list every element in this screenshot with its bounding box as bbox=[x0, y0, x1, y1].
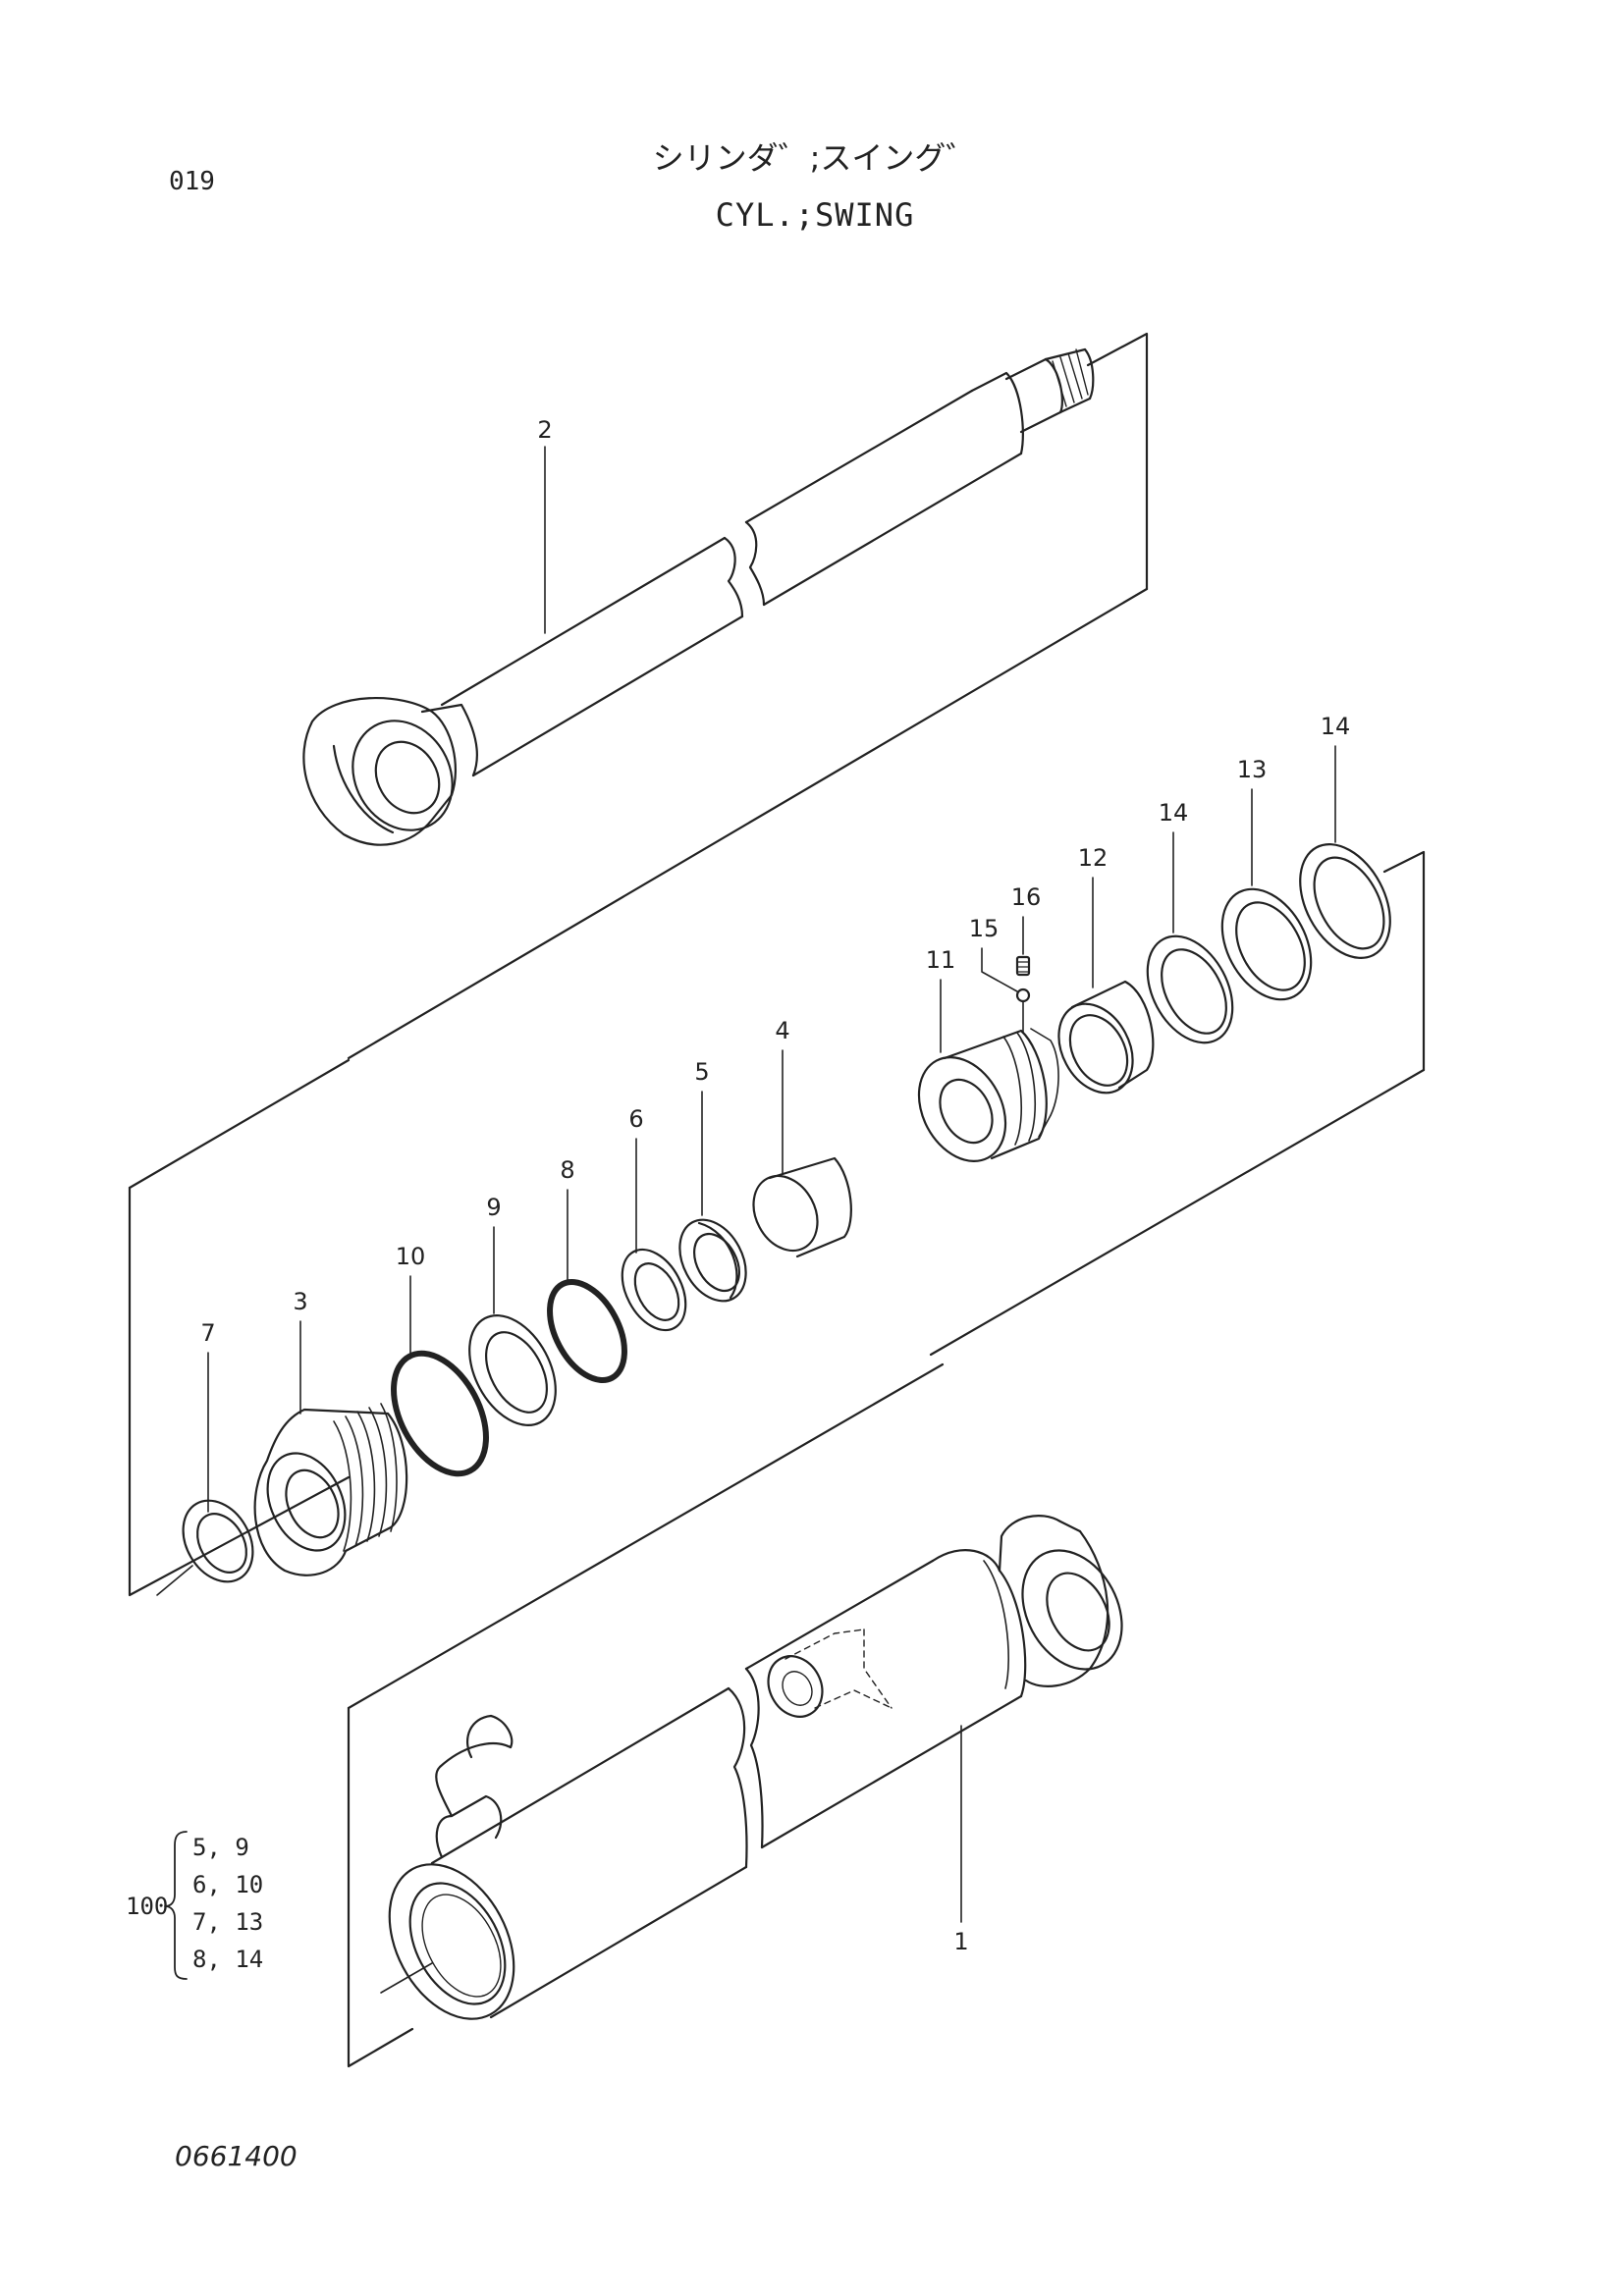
seal-kit-number: 100 bbox=[126, 1893, 168, 1920]
callout-16: 16 bbox=[1011, 883, 1042, 911]
rod-panel-outline bbox=[347, 332, 1149, 1060]
title-english: CYL.;SWING bbox=[715, 196, 915, 234]
wear-ring-12 bbox=[1057, 877, 1155, 1095]
callout-2: 2 bbox=[537, 416, 552, 444]
dust-seal bbox=[156, 1352, 254, 1596]
callout-11: 11 bbox=[926, 946, 956, 974]
piston bbox=[917, 979, 1059, 1162]
seal-6 bbox=[621, 1138, 687, 1332]
seal-kit-row: 5, 9 bbox=[192, 1834, 249, 1861]
callout-14-lower: 14 bbox=[1159, 799, 1189, 827]
callout-14-upper: 14 bbox=[1321, 713, 1351, 740]
callout-labels: 2 14 13 14 12 16 15 11 4 5 6 8 9 10 3 7 … bbox=[200, 416, 1350, 1955]
callout-15: 15 bbox=[969, 915, 1000, 942]
buffer-ring-5 bbox=[678, 1091, 747, 1303]
callout-8: 8 bbox=[560, 1156, 574, 1184]
callout-1: 1 bbox=[953, 1928, 968, 1955]
callout-6: 6 bbox=[628, 1105, 643, 1133]
seal-kit-row: 6, 10 bbox=[192, 1871, 263, 1898]
set-screw bbox=[1015, 916, 1031, 977]
seal-panel-outline bbox=[128, 850, 1426, 1597]
callout-12: 12 bbox=[1078, 844, 1109, 872]
piston-rod bbox=[302, 347, 1095, 846]
callout-4: 4 bbox=[775, 1017, 789, 1044]
callout-13: 13 bbox=[1237, 756, 1268, 783]
seal-kit-row: 8, 14 bbox=[192, 1946, 263, 1973]
piston-seal-14b bbox=[1299, 745, 1391, 959]
o-ring-10 bbox=[391, 1275, 489, 1477]
o-ring-8 bbox=[547, 1189, 627, 1383]
callout-7: 7 bbox=[200, 1319, 215, 1347]
cylinder-tube bbox=[380, 1515, 1123, 2020]
piston-seal-14a bbox=[1146, 831, 1234, 1044]
rod-cover bbox=[253, 1320, 408, 1576]
seal-kit-row: 7, 13 bbox=[192, 1908, 263, 1936]
callout-9: 9 bbox=[486, 1194, 501, 1221]
page-number: 019 bbox=[169, 167, 215, 196]
title-japanese: シリンダ゛;スイング゛ bbox=[652, 139, 978, 177]
bushing-4 bbox=[752, 1049, 852, 1258]
callout-10: 10 bbox=[396, 1243, 426, 1270]
seal-kit-legend: 100 5, 9 6, 10 7, 13 8, 14 bbox=[126, 1831, 263, 1980]
ring-13 bbox=[1220, 788, 1313, 1001]
tube-panel-outline bbox=[347, 1362, 945, 2068]
backup-ring-9 bbox=[468, 1226, 557, 1426]
callout-3: 3 bbox=[293, 1288, 307, 1315]
callout-5: 5 bbox=[694, 1058, 709, 1086]
steel-ball bbox=[981, 947, 1031, 1034]
document-number: 0661400 bbox=[175, 2140, 298, 2172]
